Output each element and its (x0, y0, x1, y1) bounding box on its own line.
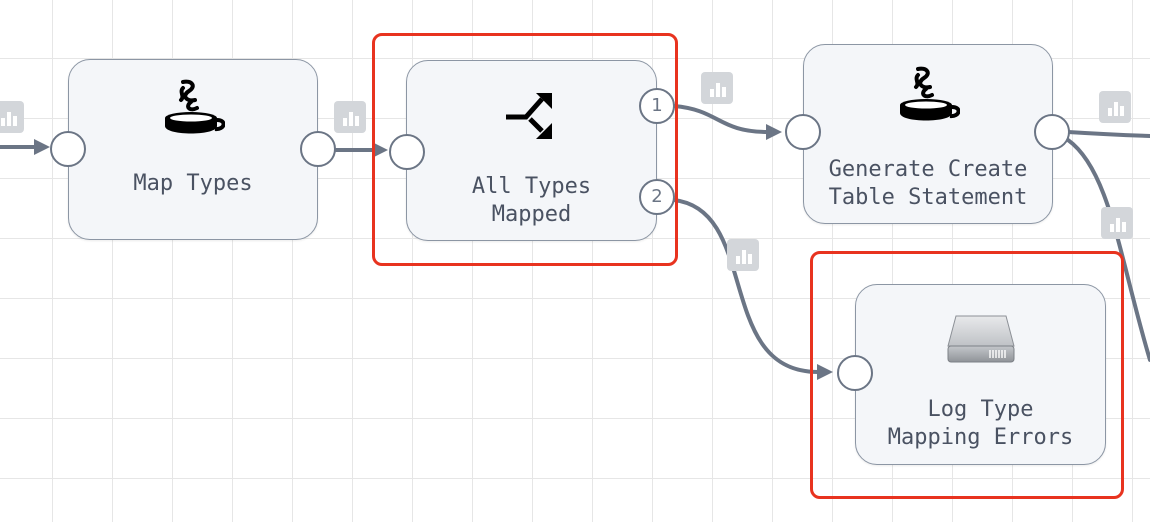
arrowhead (817, 364, 833, 380)
stats-badge[interactable] (1099, 91, 1131, 123)
node-log-type-mapping-errors[interactable]: Log Type Mapping Errors (855, 284, 1106, 465)
arrowhead (34, 139, 50, 155)
node-label: Log Type Mapping Errors (856, 396, 1105, 452)
arrowhead (766, 124, 782, 140)
input-port[interactable] (389, 134, 425, 170)
stats-badge[interactable] (727, 239, 759, 271)
stats-badge[interactable] (701, 72, 733, 104)
input-port[interactable] (837, 355, 873, 391)
input-port[interactable] (50, 131, 86, 167)
jolt-transform-icon (69, 78, 317, 140)
output-port[interactable] (300, 131, 336, 167)
stats-badge[interactable] (0, 101, 24, 133)
disk-drive-icon (856, 312, 1105, 366)
node-map-types[interactable]: Map Types (68, 59, 318, 240)
node-label-line: Map Types (133, 171, 253, 196)
node-label-line: Mapping Errors (887, 425, 1074, 450)
node-label: Generate Create Table Statement (804, 156, 1052, 212)
output-port-1[interactable]: 1 (639, 88, 675, 124)
arrowhead (372, 142, 388, 158)
node-label-line: Table Statement (828, 185, 1028, 210)
stream-selector-icon (407, 89, 656, 145)
input-port[interactable] (785, 114, 821, 150)
highlight-box (810, 251, 1124, 499)
link-generate-create-out-right (1066, 130, 1150, 138)
node-generate-create-table-statement[interactable]: Generate Create Table Statement (803, 44, 1053, 224)
output-port[interactable] (1034, 114, 1070, 150)
node-label-line: All Types (471, 174, 592, 199)
highlight-box (372, 33, 678, 266)
link-output-2-to-log-errors (672, 198, 820, 374)
node-label: Map Types (69, 170, 317, 198)
node-label-line: Mapped (491, 202, 572, 227)
stats-badge[interactable] (1101, 207, 1133, 239)
stats-badge[interactable] (334, 101, 366, 133)
output-port-2[interactable]: 2 (639, 179, 675, 215)
link-output-1-to-generate-create (672, 104, 770, 134)
node-label-line: Generate Create (828, 157, 1028, 182)
node-all-types-mapped[interactable]: All Types Mapped (406, 60, 657, 241)
node-label: All Types Mapped (407, 173, 656, 229)
node-label-line: Log Type (927, 397, 1034, 422)
jolt-transform-icon (804, 65, 1052, 127)
